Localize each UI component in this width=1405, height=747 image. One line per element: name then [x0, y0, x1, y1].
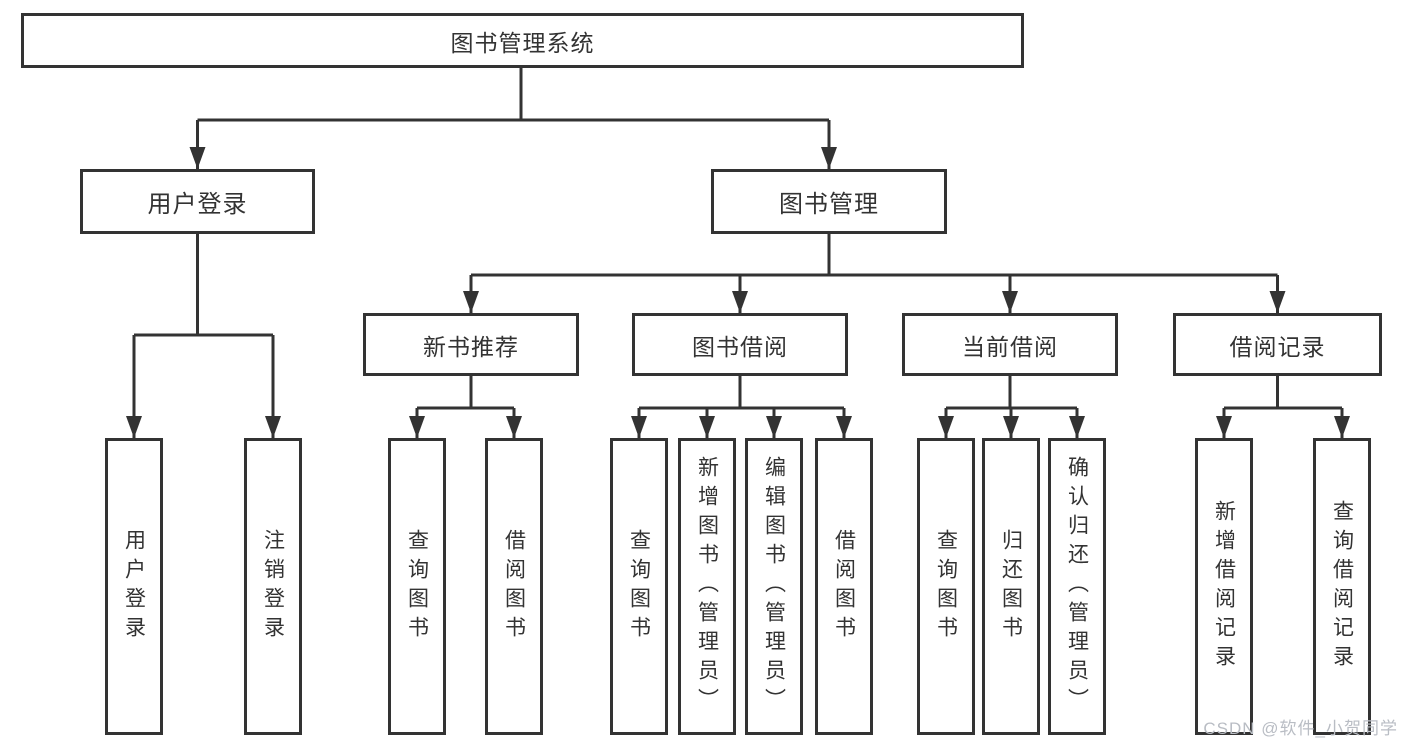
node-label: 注销登录: [261, 528, 285, 645]
node-label: 新书推荐: [423, 333, 519, 360]
node-book-management: 图书管理: [711, 169, 947, 234]
node-leaf-return-books: 归还图书: [982, 438, 1040, 735]
node-label: 归还图书: [999, 528, 1023, 645]
node-label: 图书管理系统: [450, 29, 595, 56]
node-book-borrowing: 图书借阅: [632, 313, 848, 376]
csdn-watermark: CSDN @软件_小贺同学: [1203, 719, 1398, 738]
node-label: 查询图书: [405, 528, 429, 645]
node-user-login: 用户登录: [80, 169, 315, 234]
node-label: 新增借阅记录: [1212, 499, 1236, 674]
node-label: 用户登录: [147, 191, 248, 218]
node-label: 查询借阅记录: [1330, 499, 1354, 674]
node-leaf-add-books-admin: 新增图书（管理员）: [678, 438, 736, 735]
node-label: 借阅图书: [502, 528, 526, 645]
node-label: 编辑图书（管理员）: [762, 456, 786, 717]
node-leaf-logout: 注销登录: [244, 438, 302, 735]
node-borrowing-records: 借阅记录: [1173, 313, 1382, 376]
node-leaf-edit-books-admin: 编辑图书（管理员）: [745, 438, 803, 735]
node-label: 确认归还（管理员）: [1065, 456, 1089, 717]
node-label: 新增图书（管理员）: [695, 456, 719, 717]
node-leaf-query-books-recommendation: 查询图书: [388, 438, 446, 735]
node-label: 借阅记录: [1229, 333, 1326, 360]
node-new-book-recommendation: 新书推荐: [363, 313, 579, 376]
node-label: 当前借阅: [962, 333, 1058, 360]
node-leaf-query-books-current: 查询图书: [917, 438, 975, 735]
node-leaf-query-borrow-record: 查询借阅记录: [1313, 438, 1371, 735]
node-leaf-user-login: 用户登录: [105, 438, 163, 735]
node-leaf-borrow-books-recommendation: 借阅图书: [485, 438, 543, 735]
node-leaf-query-books-borrowing: 查询图书: [610, 438, 668, 735]
node-label: 借阅图书: [832, 528, 856, 645]
node-leaf-confirm-return-admin: 确认归还（管理员）: [1048, 438, 1106, 735]
node-current-borrowing: 当前借阅: [902, 313, 1118, 376]
node-library-management-system: 图书管理系统: [21, 13, 1024, 68]
node-label: 查询图书: [934, 528, 958, 645]
node-label: 图书管理: [779, 191, 879, 218]
node-label: 用户登录: [122, 528, 146, 645]
node-leaf-borrow-books: 借阅图书: [815, 438, 873, 735]
node-label: 图书借阅: [692, 333, 788, 360]
node-leaf-add-borrow-record: 新增借阅记录: [1195, 438, 1253, 735]
node-label: 查询图书: [627, 528, 651, 645]
